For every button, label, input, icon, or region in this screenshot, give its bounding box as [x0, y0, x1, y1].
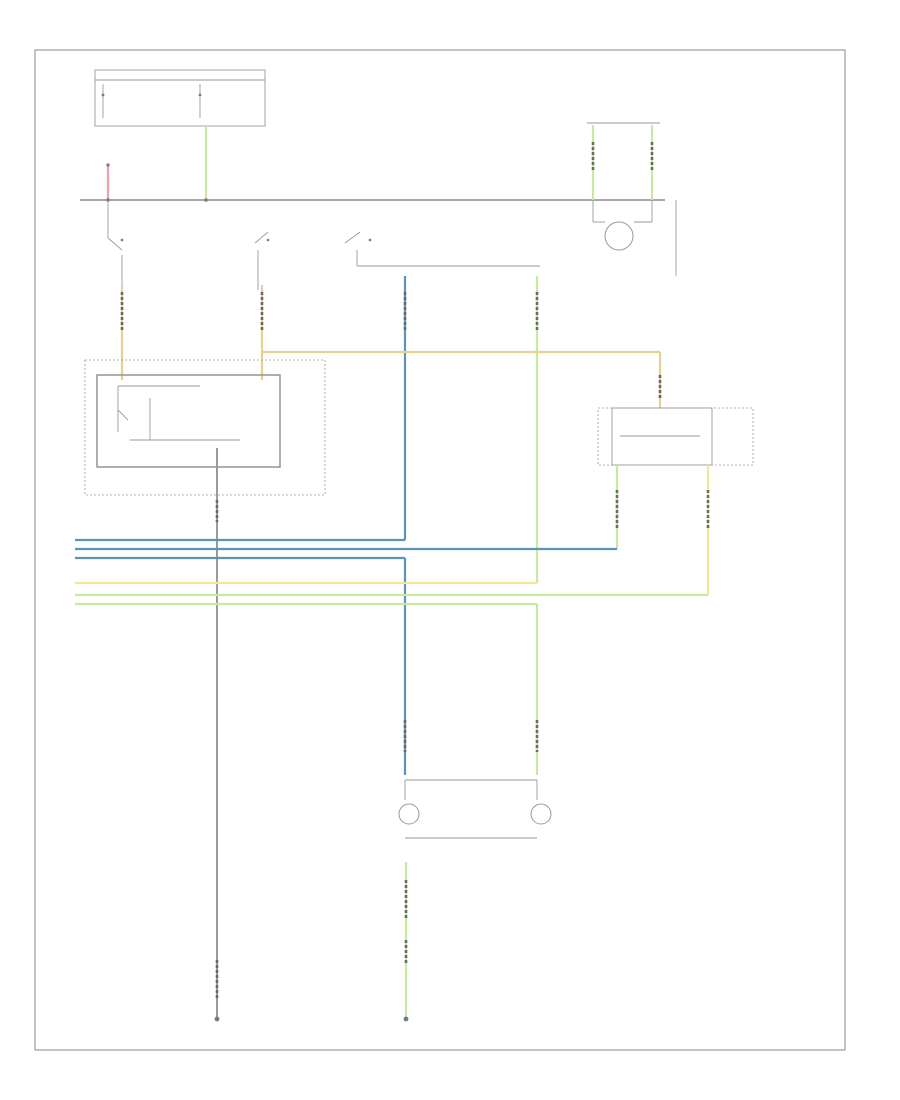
- flasher-unit: [84, 359, 326, 496]
- left-ground: [214, 1016, 220, 1022]
- fuse-left-terminal: [101, 93, 105, 97]
- fuse-box: [94, 69, 266, 127]
- turn-switch: [597, 407, 754, 466]
- illumination-lamp: [592, 200, 653, 251]
- harness-wires: [75, 538, 708, 775]
- diagram-frame: [34, 49, 846, 1051]
- right-ground: [403, 1016, 409, 1022]
- left-turn-indicator: [398, 803, 420, 825]
- dimmer-connector: [587, 122, 660, 200]
- switch-contacts: [107, 200, 540, 290]
- bus-node-mid: [204, 198, 208, 202]
- left-feed-terminal: [106, 163, 110, 167]
- right-turn-indicator: [530, 803, 552, 825]
- fuse-right-terminal: [198, 93, 202, 97]
